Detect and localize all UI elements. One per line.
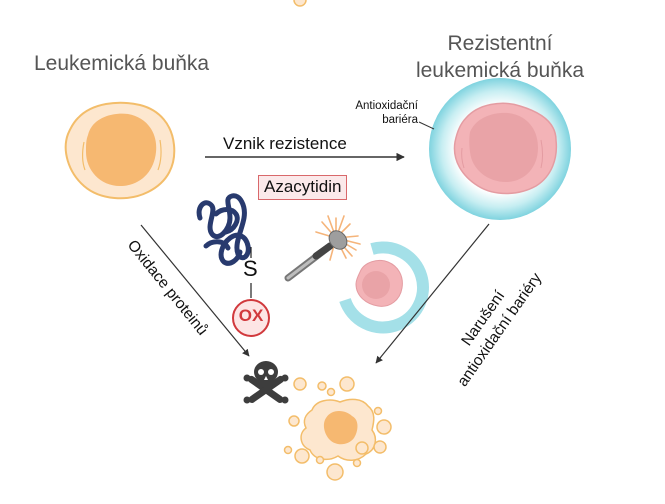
barrier-disruption-arrow (375, 223, 490, 364)
barrier-pointer-line (418, 121, 435, 130)
sulfur-label: S (243, 256, 258, 281)
resistance-arrow-label: Vznik rezistence (223, 134, 347, 153)
resistant-cell-title-line1: Rezistentní (447, 32, 553, 55)
ox-label: OX (238, 306, 264, 325)
azacytidine-label: Azacytidin (258, 175, 348, 200)
antioxidant-barrier-line2: bariéra (382, 114, 418, 126)
hammer-icon (284, 215, 361, 282)
oxidation-arrow (140, 224, 250, 357)
leukemic-cell-title: Leukemická buňka (34, 52, 210, 75)
ox-badge-icon (232, 299, 270, 337)
leukemic-cell-icon (64, 101, 176, 200)
antioxidant-barrier-label: Antioxidační bariéra (335, 99, 418, 127)
protein-strand-icon (196, 193, 251, 266)
resistant-cell-icon (429, 78, 571, 220)
antioxidant-barrier-line1: Antioxidační (355, 100, 418, 112)
resistant-cell-title: Rezistentní leukemická buňka (400, 30, 600, 84)
broken-barrier-cell-icon (339, 241, 429, 334)
skull-crossbones-icon (243, 361, 289, 404)
resistant-cell-title-line2: leukemická buňka (415, 59, 585, 82)
apoptotic-cell-icon (283, 0, 392, 481)
